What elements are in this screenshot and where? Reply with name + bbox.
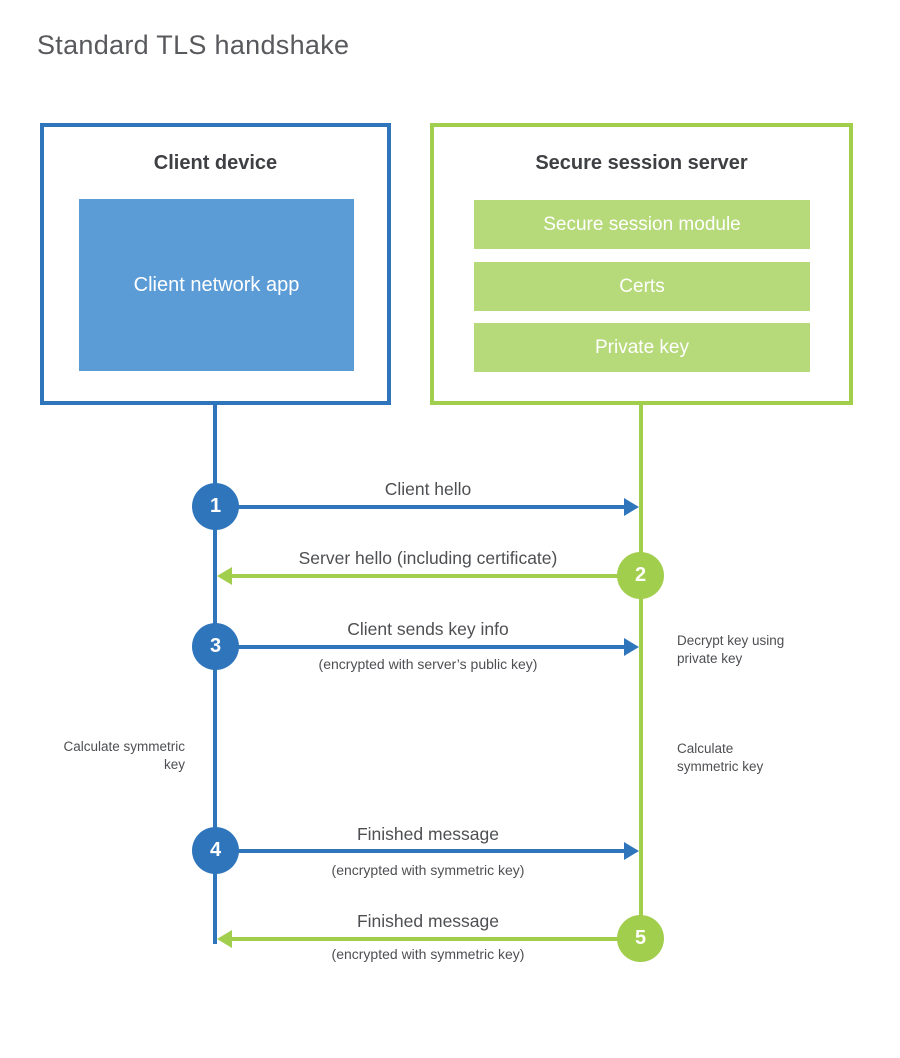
arrow-finished-client xyxy=(215,849,624,853)
arrow-client-key-info xyxy=(215,645,624,649)
client-network-app-label: Client network app xyxy=(133,273,300,296)
message-label-client-hello: Client hello xyxy=(384,479,472,499)
page-title: Standard TLS handshake xyxy=(37,30,350,60)
step-3-badge: 3 xyxy=(192,623,239,670)
step-5-badge: 5 xyxy=(617,915,664,962)
note-calculate-symmetric-key-client: Calculate symmetric key xyxy=(63,739,185,772)
client-device-title: Client device xyxy=(153,152,278,174)
server-module-private-key: Private key xyxy=(474,323,810,372)
server-lifeline xyxy=(639,405,643,945)
message-label-server-hello: Server hello (including certificate) xyxy=(298,548,558,568)
arrowhead-left-icon xyxy=(217,567,232,585)
arrow-client-hello xyxy=(215,505,624,509)
server-module-label: Secure session module xyxy=(543,213,741,235)
server-module-label: Private key xyxy=(595,336,689,358)
step-number: 4 xyxy=(209,839,222,861)
message-label-client-key-info: Client sends key info xyxy=(347,619,509,639)
step-number: 3 xyxy=(209,635,222,657)
step-1-badge: 1 xyxy=(192,483,239,530)
note-calculate-symmetric-key-server: Calculate symmetric key xyxy=(677,741,764,774)
arrowhead-left-icon xyxy=(217,930,232,948)
arrowhead-right-icon xyxy=(624,842,639,860)
server-module-label: Certs xyxy=(619,275,665,297)
arrow-server-hello xyxy=(232,574,641,578)
client-network-app-box: Client network app xyxy=(79,199,354,371)
message-sub-finished-server: (encrypted with symmetric key) xyxy=(331,946,525,962)
server-module-certs: Certs xyxy=(474,262,810,311)
arrowhead-right-icon xyxy=(624,638,639,656)
step-2-badge: 2 xyxy=(617,552,664,599)
message-label-finished-client: Finished message xyxy=(356,824,500,844)
client-lifeline xyxy=(213,405,217,944)
arrowhead-right-icon xyxy=(624,498,639,516)
server-module-secure-session: Secure session module xyxy=(474,200,810,249)
step-4-badge: 4 xyxy=(192,827,239,874)
step-number: 2 xyxy=(634,564,647,586)
message-sub-finished-client: (encrypted with symmetric key) xyxy=(331,862,525,878)
message-label-finished-server: Finished message xyxy=(356,911,500,931)
message-sub-client-key-info: (encrypted with server’s public key) xyxy=(318,656,538,672)
secure-session-server-title: Secure session server xyxy=(535,152,748,174)
note-decrypt-key: Decrypt key using private key xyxy=(677,633,785,666)
arrow-finished-server xyxy=(232,937,641,941)
step-number: 1 xyxy=(209,495,222,517)
step-number: 5 xyxy=(634,927,647,949)
